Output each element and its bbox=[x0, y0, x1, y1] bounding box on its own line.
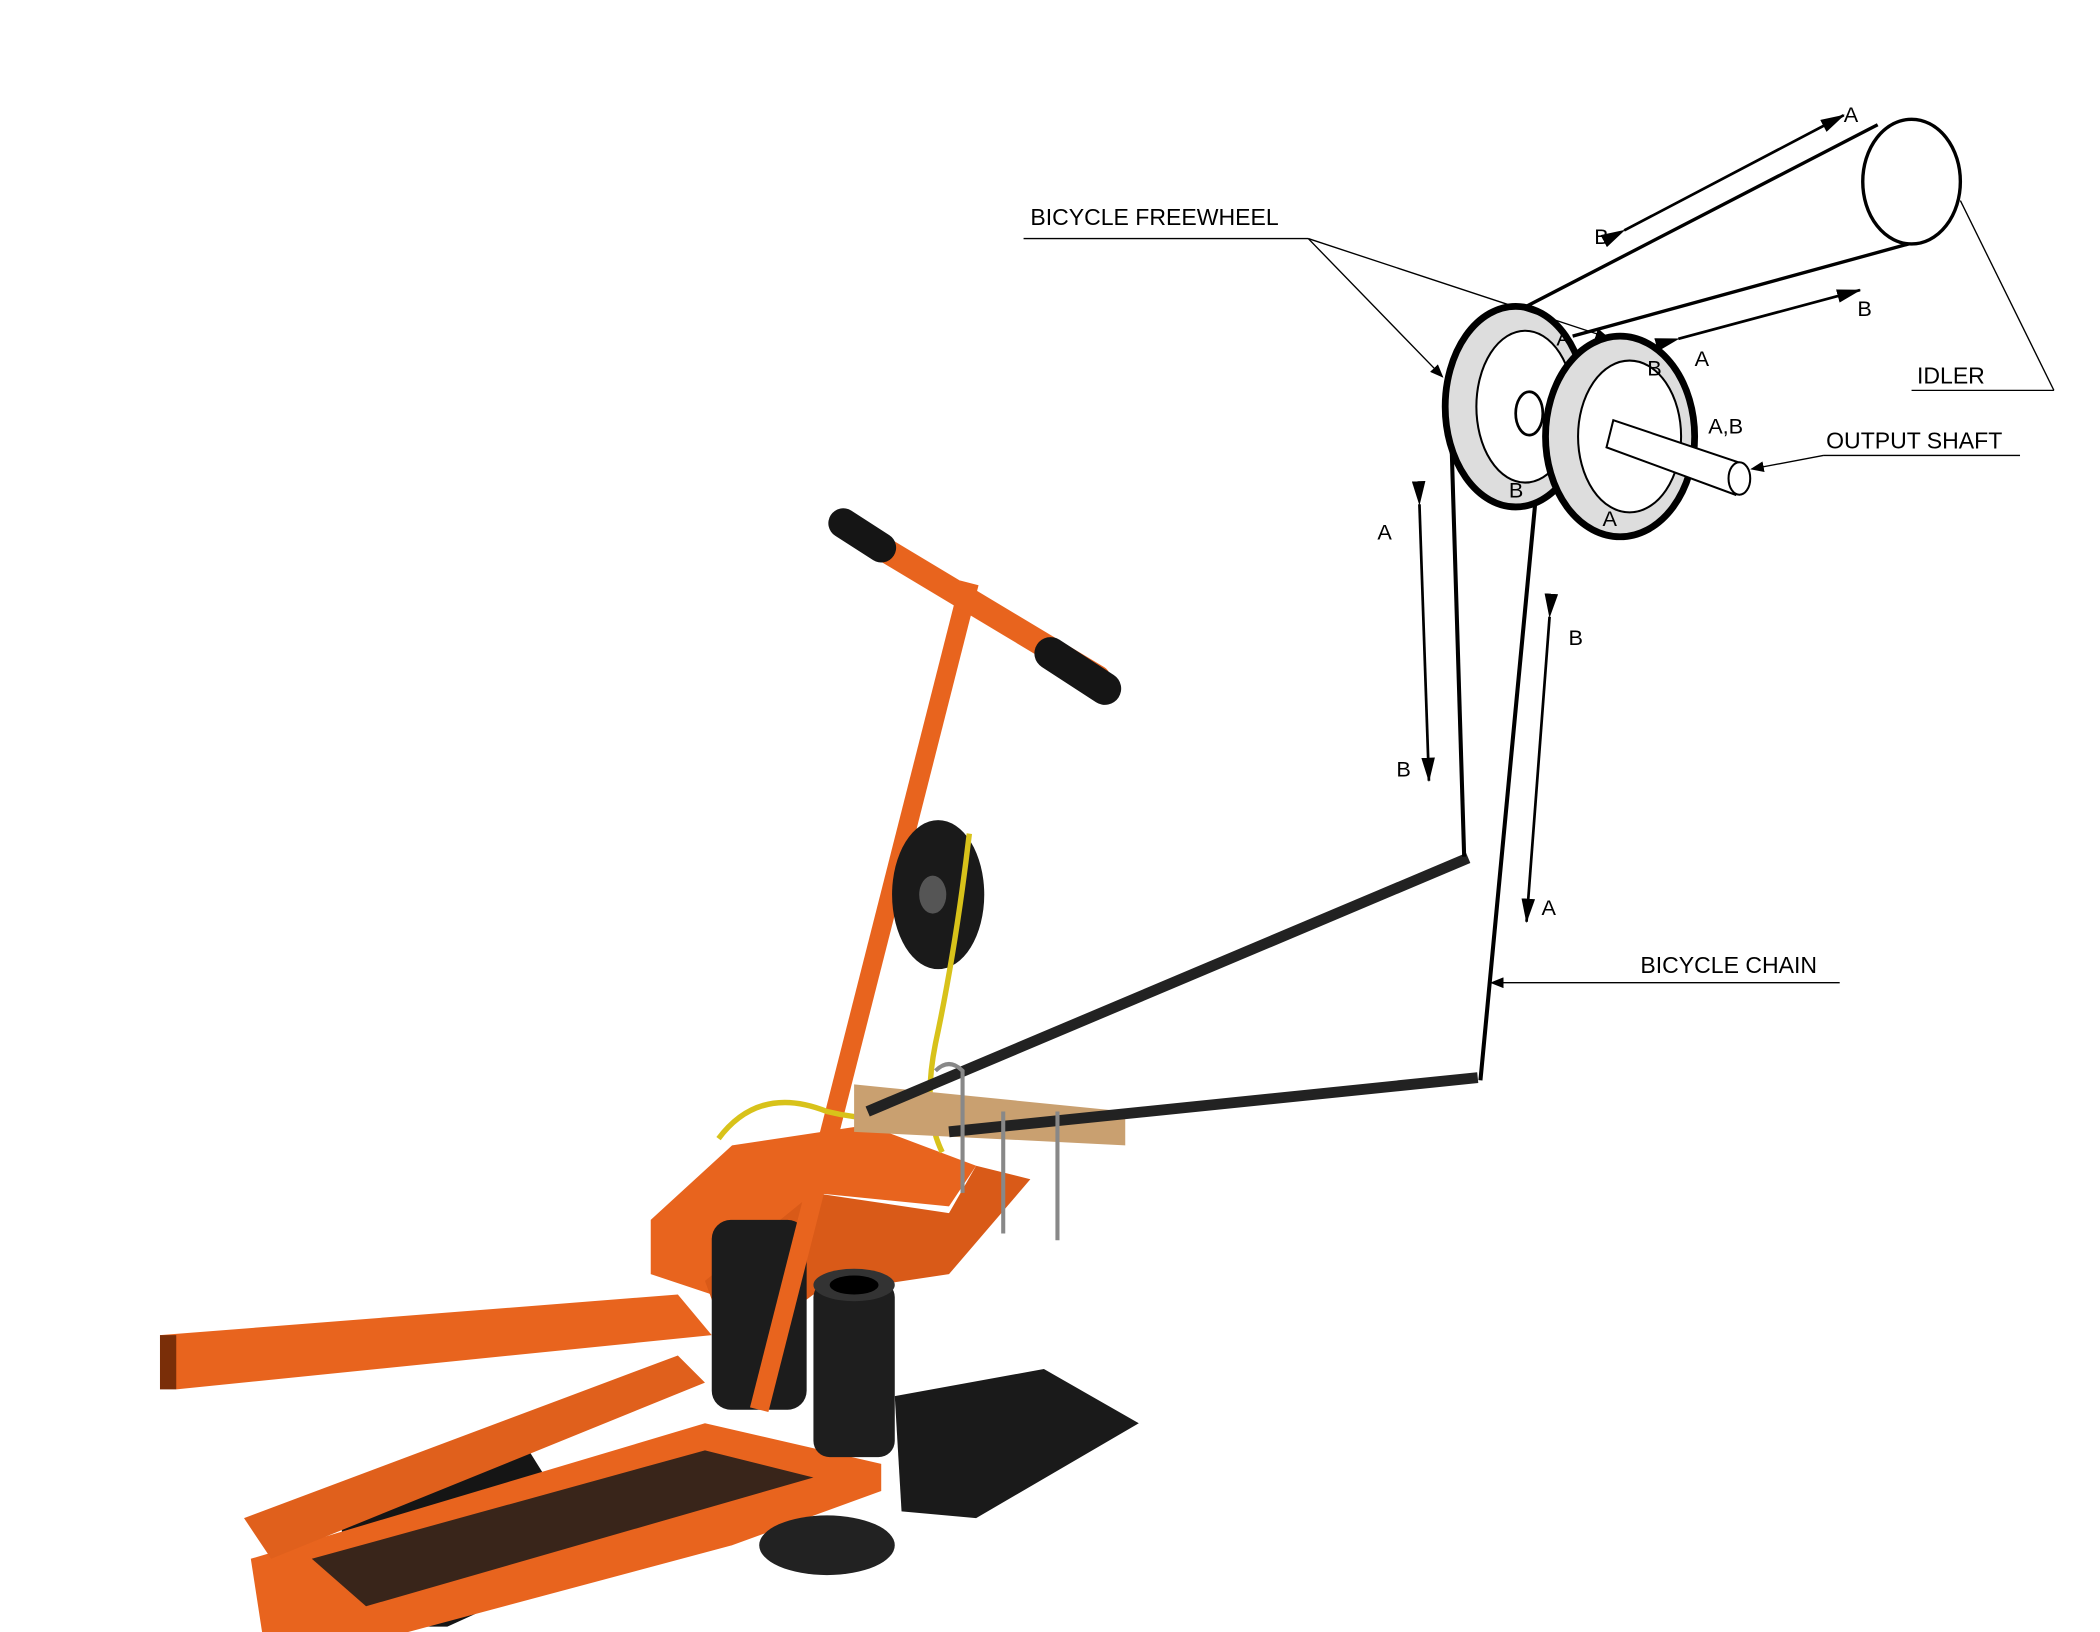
letter: A bbox=[1556, 326, 1571, 351]
leader-lines bbox=[1023, 200, 2055, 989]
label-idler: IDLER bbox=[1917, 363, 1985, 389]
lever-upper bbox=[865, 853, 1471, 1117]
rubber-hose-right bbox=[894, 1369, 1139, 1519]
pump-cylinder-left bbox=[711, 1219, 807, 1410]
handle-grip-left bbox=[828, 508, 897, 563]
bicycle-chain bbox=[1448, 413, 1539, 1081]
treadle-beam bbox=[159, 1294, 712, 1390]
letter: A,B bbox=[1708, 414, 1743, 439]
label-output-shaft: OUTPUT SHAFT bbox=[1826, 428, 2002, 454]
letter: B bbox=[1569, 625, 1583, 650]
pump-cylinder-right bbox=[813, 1280, 895, 1458]
output-shaft bbox=[1605, 418, 1752, 497]
handle-grip-right bbox=[1034, 637, 1122, 705]
letter: B bbox=[1396, 757, 1410, 782]
lever-lower bbox=[948, 1072, 1479, 1138]
letter: B bbox=[1857, 296, 1871, 321]
letter: B bbox=[1647, 355, 1661, 380]
letter: B bbox=[1509, 477, 1523, 502]
letter: A bbox=[1602, 506, 1617, 531]
treadle-pump-machine bbox=[159, 508, 1479, 1632]
letter: A bbox=[1695, 346, 1710, 371]
letter: B bbox=[1594, 224, 1608, 249]
label-bicycle-freewheel: BICYCLE FREEWHEEL bbox=[1030, 204, 1278, 230]
letter: A bbox=[1377, 519, 1392, 544]
idler-pulley bbox=[1861, 117, 1963, 246]
label-bicycle-chain: BICYCLE CHAIN bbox=[1640, 952, 1817, 978]
handle-post bbox=[750, 580, 979, 1413]
direction-arrows bbox=[1411, 114, 1862, 924]
letter: A bbox=[1541, 895, 1556, 920]
idler-belt bbox=[1520, 117, 1963, 338]
treadle-beam-lower bbox=[244, 1355, 705, 1559]
letter: A bbox=[1844, 102, 1859, 127]
